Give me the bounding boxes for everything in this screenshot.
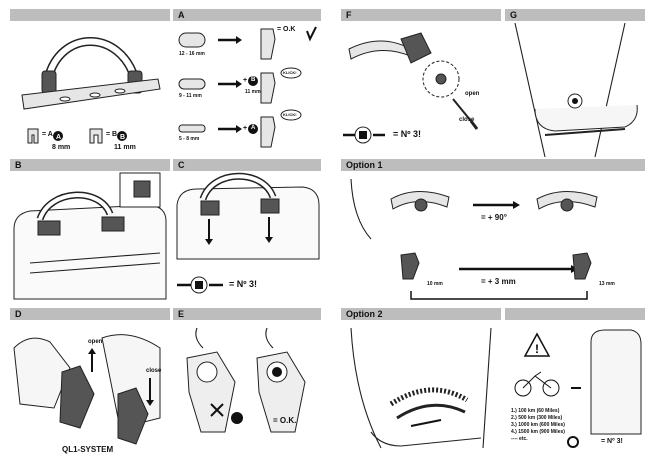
- insert-a-mm: 8 mm: [52, 144, 71, 151]
- svg-text:!: !: [535, 342, 539, 356]
- panel-service: ! 1.) 100 km (60 Miles) 2.) 500 km (300 …: [505, 308, 645, 458]
- panel-f: F open close = Nº 3!: [341, 9, 501, 157]
- insert-b-mm: 11 mm: [114, 144, 136, 151]
- row2-tag: KLICK!: [283, 70, 297, 75]
- panel-letter: Option 2: [346, 309, 383, 319]
- panel-header: Option 1: [341, 159, 645, 171]
- panel-letter: D: [15, 309, 22, 319]
- panel-f-open: open: [465, 91, 480, 97]
- service-interval-list: 1.) 100 km (60 Miles) 2.) 500 km (300 Mi…: [511, 408, 565, 443]
- row2-plus: +: [243, 77, 248, 84]
- panel-e-result: = O.K.: [273, 416, 297, 425]
- row2-size: 9 - 11 mm: [179, 93, 202, 99]
- panel-header: F: [341, 9, 501, 21]
- panel-option-1: Option 1 = + 90° = + 3 mm 10 mm 13 mm: [341, 159, 645, 305]
- row1-result: = O.K: [277, 26, 296, 33]
- option-1-rotate: = + 90°: [481, 213, 507, 222]
- panel-f-close: close: [459, 117, 475, 123]
- insert-a-label: = A: [42, 131, 53, 138]
- svg-text:A: A: [56, 134, 61, 141]
- panel-e: E = O.K.: [173, 308, 321, 458]
- panel-header: G: [505, 9, 645, 21]
- row3-size: 5 - 8 mm: [179, 136, 200, 142]
- service-result: = Nº 3!: [601, 438, 623, 445]
- tube-size-illustration: [178, 26, 317, 148]
- service-interval: 3.) 1000 km (600 Miles): [511, 422, 565, 428]
- panel-letter: Option 1: [346, 160, 383, 170]
- bag-on-rack-illustration: [13, 172, 167, 300]
- panel-d-open: open: [88, 339, 103, 345]
- panel-header: [505, 308, 645, 320]
- panel-overview: A B = A 8 mm = B 11 mm: [10, 9, 170, 157]
- hand-lock-illustration: [13, 334, 161, 445]
- bag-lock-illustration: [176, 172, 320, 294]
- row3-badge: A: [251, 125, 256, 131]
- service-interval: ---- etc.: [511, 436, 528, 442]
- row2-badge: B: [251, 77, 256, 83]
- panel-f-result: = Nº 3!: [393, 129, 422, 139]
- panel-c: C = Nº 3!: [173, 159, 321, 305]
- row3-plus: +: [243, 125, 248, 132]
- flip-rail-illustration: [350, 327, 492, 449]
- panel-header: E: [173, 308, 321, 320]
- panel-g: G: [505, 9, 645, 157]
- panel-d-system: QL1-SYSTEM: [62, 445, 114, 454]
- panel-letter: A: [178, 10, 185, 20]
- panel-letter: B: [15, 160, 22, 170]
- panel-option-2: Option 2: [341, 308, 501, 458]
- panel-header: A: [173, 9, 321, 21]
- panel-a: A 12 - 16 mm = O.K 9 - 11 mm + B 11 mm K…: [173, 9, 321, 157]
- row3-tag: KLICK!: [283, 112, 297, 117]
- panel-b: B: [10, 159, 170, 305]
- service-interval: 1.) 100 km (60 Miles): [511, 408, 560, 414]
- service-interval: 2.) 500 km (300 Miles): [511, 415, 563, 421]
- row1-size: 12 - 16 mm: [179, 51, 205, 57]
- option-1-mm-right: 13 mm: [599, 281, 615, 287]
- panel-c-result: = Nº 3!: [229, 279, 258, 289]
- handle-rail-illustration: A B: [21, 37, 161, 144]
- panel-letter: C: [178, 160, 185, 170]
- panel-d-close: close: [146, 368, 162, 374]
- hook-check-illustration: [186, 327, 306, 433]
- panel-letter: E: [178, 309, 185, 319]
- panel-letter: G: [510, 10, 518, 20]
- rotate-shift-illustration: [350, 178, 598, 300]
- bag-bottom-hook-illustration: [514, 22, 638, 157]
- option-1-shift: = + 3 mm: [481, 277, 516, 286]
- row2-mm: 11 mm: [245, 89, 261, 95]
- panel-header: [10, 9, 170, 21]
- service-illustration: !: [514, 329, 642, 448]
- panel-header: D: [10, 308, 170, 320]
- panel-header: C: [173, 159, 321, 171]
- insert-b-label: = B: [106, 131, 118, 138]
- panel-header: Option 2: [341, 308, 501, 320]
- panel-header: B: [10, 159, 170, 171]
- option-1-mm-left: 10 mm: [427, 281, 443, 287]
- panel-d: D open close QL1-SYSTEM: [10, 308, 170, 458]
- panel-letter: F: [346, 10, 352, 20]
- hook-adjust-illustration: [343, 32, 479, 144]
- svg-text:B: B: [120, 134, 125, 141]
- service-interval: 4.) 1500 km (900 Miles): [511, 429, 565, 435]
